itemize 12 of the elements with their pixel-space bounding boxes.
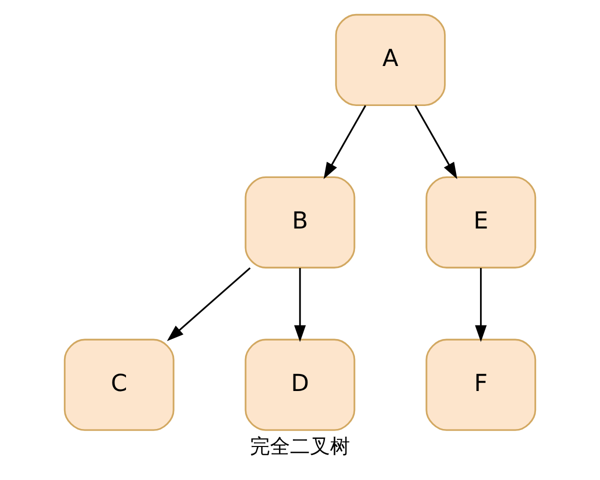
arrow xyxy=(294,268,306,342)
arrow xyxy=(475,268,487,342)
node-box: A xyxy=(335,14,446,106)
caption: 完全二叉树 xyxy=(250,434,350,458)
node-box: D xyxy=(244,338,356,431)
arrow xyxy=(166,267,251,342)
node-box: C xyxy=(64,338,174,431)
arrow xyxy=(414,105,458,180)
arrow xyxy=(324,105,366,180)
node-box: B xyxy=(244,176,356,268)
node-box: E xyxy=(426,176,536,268)
node-box: F xyxy=(426,338,536,431)
